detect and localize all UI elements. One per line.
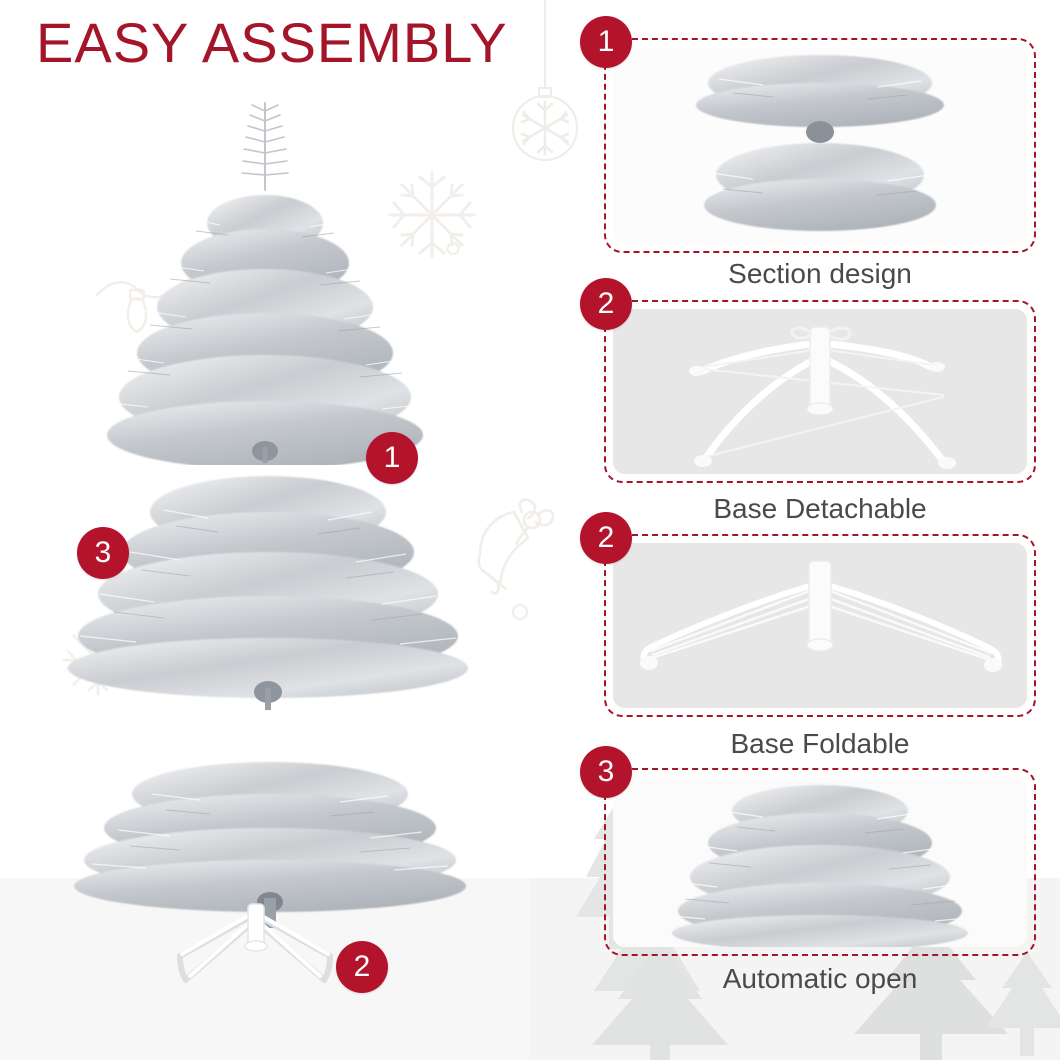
photo-stand-folded [613, 543, 1027, 708]
tree-section-top [107, 102, 423, 465]
photo-stand-open [613, 309, 1027, 474]
feature-card-base-detachable: 2 [580, 278, 1036, 483]
callout-badge-1-left: 1 [366, 432, 418, 484]
dashed-frame-4 [604, 768, 1036, 956]
bell-with-bow-icon [477, 498, 555, 621]
callout-badge-2-left: 2 [336, 941, 388, 993]
caption-section-design: Section design [728, 258, 912, 289]
dashed-frame-1 [604, 38, 1036, 253]
page-title: EASY ASSEMBLY [36, 11, 508, 74]
callout-badge-1-right: 1 [580, 16, 632, 68]
tree-stand-open [177, 903, 333, 983]
photo-branches-auto-open [613, 777, 1027, 947]
dashed-frame-3 [604, 534, 1036, 717]
callout-badge-3-right: 3 [580, 746, 632, 798]
feature-card-section-design: 1 [580, 16, 1036, 253]
caption-base-foldable: Base Foldable [730, 728, 910, 759]
feature-card-automatic-open: 3 [580, 746, 1036, 956]
callout-badge-3-left: 3 [77, 527, 129, 579]
photo-two-tree-sections [613, 47, 1027, 244]
callout-badge-2b-right: 2 [580, 512, 632, 564]
left-assembly-illustration: 1 3 2 [62, 0, 578, 993]
caption-base-detachable: Base Detachable [713, 493, 927, 524]
tree-section-middle [68, 476, 468, 710]
dashed-frame-2 [604, 300, 1036, 483]
caption-automatic-open: Automatic open [722, 963, 918, 994]
feature-card-base-foldable: 2 [580, 512, 1036, 717]
callout-badge-2-right: 2 [580, 278, 632, 330]
